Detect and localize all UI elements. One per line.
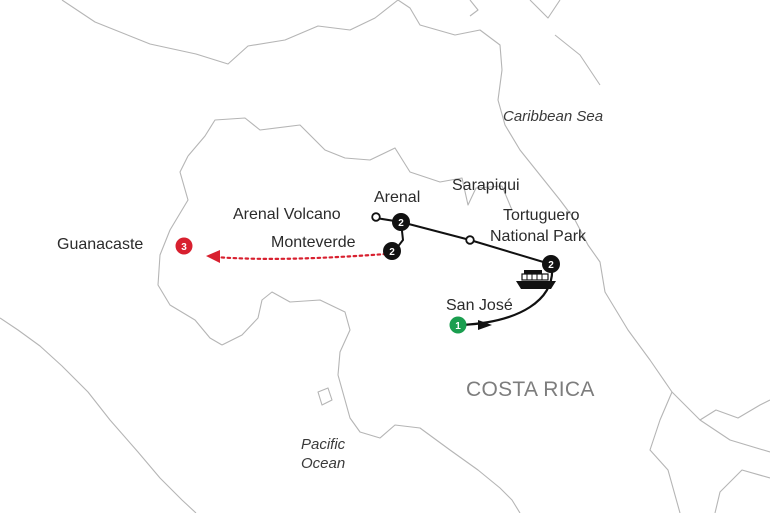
pacific-label-line1: Pacific xyxy=(301,436,346,453)
stop-number: 2 xyxy=(389,247,395,258)
boat-icon xyxy=(516,270,556,289)
stop-badge-monteverde[interactable]: 2 xyxy=(383,242,401,260)
caribbean-sea-label: Caribbean Sea xyxy=(503,108,604,125)
stop-number: 1 xyxy=(455,321,461,332)
monteverde-label: Monteverde xyxy=(271,234,356,251)
pacific-label-line2: Ocean xyxy=(301,455,346,472)
guanacaste-label: Guanacaste xyxy=(57,236,144,253)
stop-badge-san-jose[interactable]: 1 xyxy=(449,316,467,334)
west-landmass xyxy=(0,317,197,513)
tortuguero-label-line1: Tortuguero xyxy=(503,207,580,224)
route-optional-extension-guanacaste xyxy=(213,252,388,260)
tortuguero-label-line2: National Park xyxy=(490,228,587,245)
route-tortuguero-to-sarapiqui xyxy=(469,239,551,265)
stop-number: 2 xyxy=(398,218,404,229)
pacific-coast-north xyxy=(157,155,223,346)
country-label: COSTA RICA xyxy=(466,378,595,401)
sarapiqui-marker[interactable] xyxy=(465,235,475,245)
stop-badge-arenal[interactable]: 2 xyxy=(392,213,410,231)
panama-coast xyxy=(699,399,770,513)
route-direction-arrow xyxy=(478,320,492,330)
arenal-volcano-marker[interactable] xyxy=(371,212,381,222)
arenal-volcano-label: Arenal Volcano xyxy=(233,206,341,223)
nicaragua-border xyxy=(187,117,513,211)
san-jose-label: San José xyxy=(446,297,513,314)
caribbean-islands xyxy=(469,0,601,86)
extension-arrowhead xyxy=(206,250,220,263)
nicoya-peninsula xyxy=(221,291,521,513)
gulf-island xyxy=(317,387,333,406)
sarapiqui-label: Sarapiqui xyxy=(452,177,520,194)
route-sarapiqui-to-arenal xyxy=(400,221,471,241)
panama-border xyxy=(649,391,681,513)
stop-number: 2 xyxy=(548,260,554,271)
caribbean-coast xyxy=(397,0,770,453)
northern-coastline xyxy=(61,0,399,65)
stop-number: 3 xyxy=(181,242,187,253)
arenal-label: Arenal xyxy=(374,189,421,206)
stop-badge-guanacaste[interactable]: 3 xyxy=(175,237,193,255)
stop-badge-tortuguero[interactable]: 2 xyxy=(542,255,560,273)
